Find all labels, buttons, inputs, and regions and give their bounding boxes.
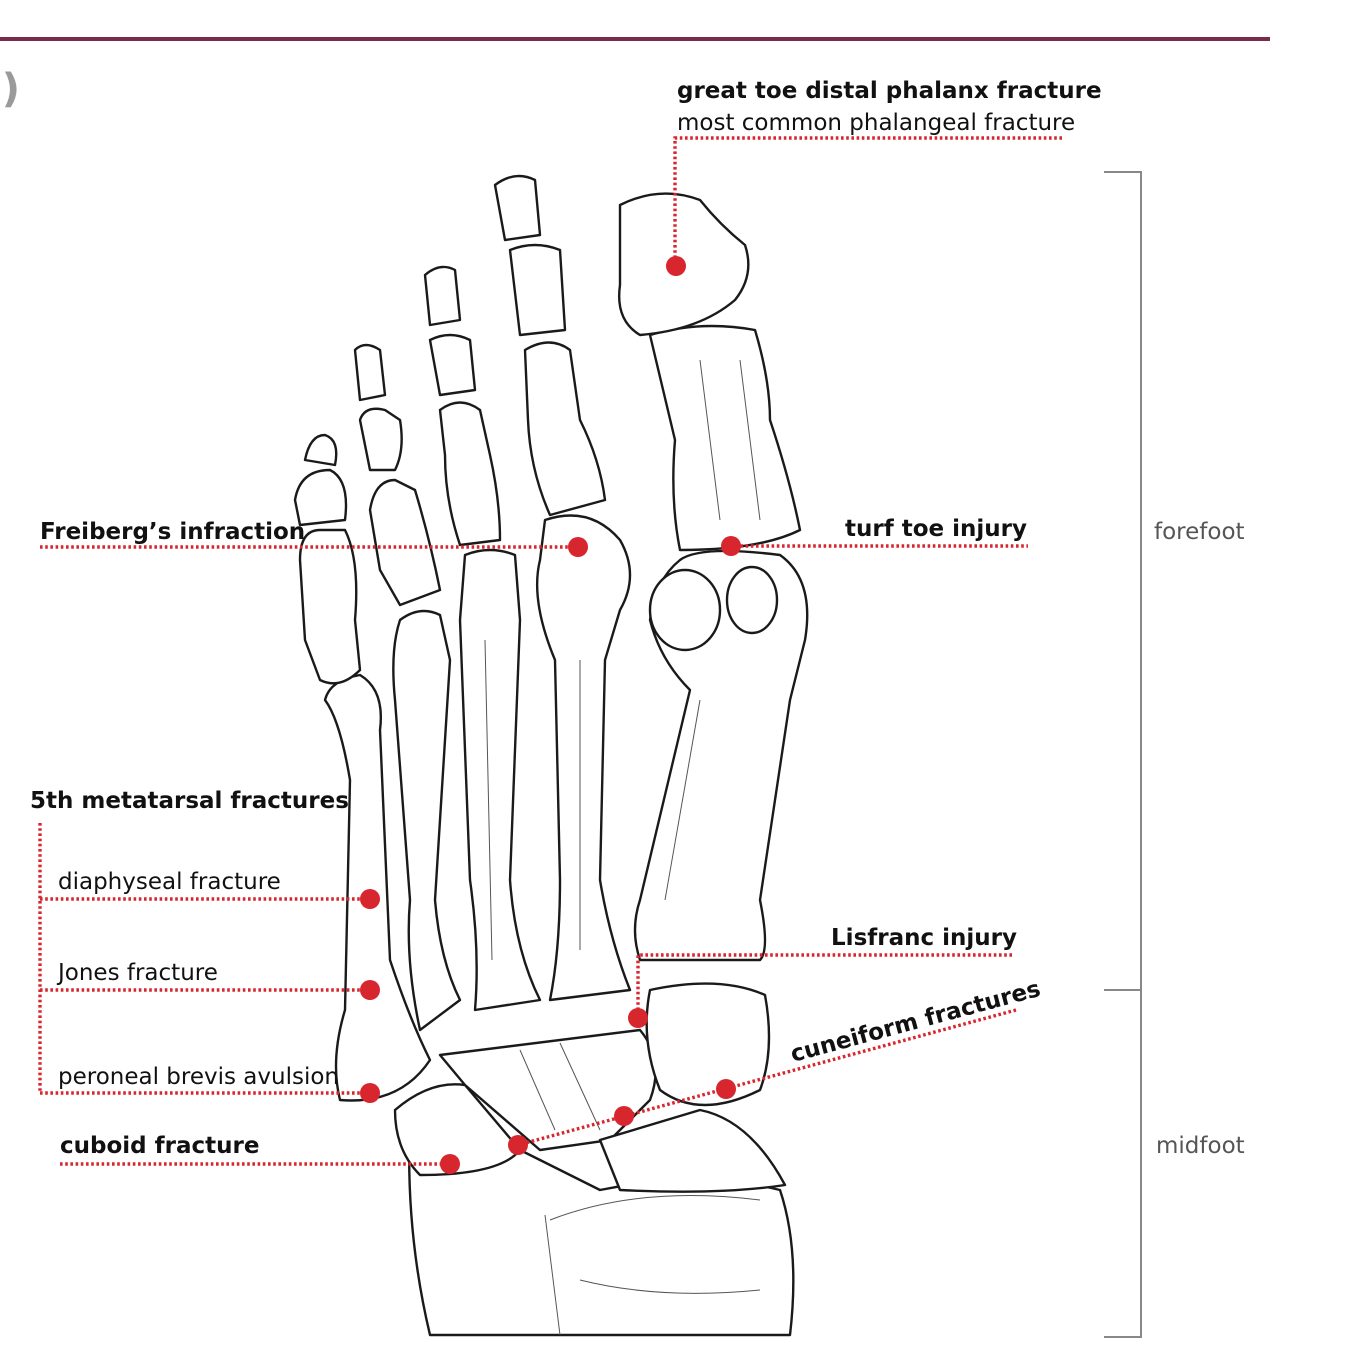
panel-letter: l) <box>0 66 20 112</box>
marker-cuboid <box>440 1154 460 1174</box>
great-toe-subtitle: most common phalangeal fracture <box>677 110 1075 136</box>
marker-cuneiform-1 <box>716 1079 736 1099</box>
cuboid-label: cuboid fracture <box>60 1133 259 1159</box>
fifth-metatarsal-title: 5th metatarsal fractures <box>30 788 349 814</box>
fracture-markers <box>360 256 741 1174</box>
marker-diaphyseal <box>360 889 380 909</box>
midfoot-label: midfoot <box>1156 1133 1245 1159</box>
marker-lisfranc <box>628 1008 648 1028</box>
lisfranc-leader <box>636 953 1012 1018</box>
lisfranc-label: Lisfranc injury <box>831 925 1017 951</box>
jones-label: Jones fracture <box>56 960 218 986</box>
midfoot-bracket <box>1104 989 1142 1338</box>
freiberg-label: Freiberg’s infraction <box>40 519 305 545</box>
great-toe-leader <box>673 136 1062 265</box>
marker-great-toe <box>666 256 686 276</box>
marker-cuneiform-3 <box>508 1135 528 1155</box>
peroneal-label: peroneal brevis avulsion <box>58 1064 339 1090</box>
cuneiform-label: cuneiform fractures <box>788 976 1043 1068</box>
top-rule <box>0 37 1270 41</box>
diaphyseal-label: diaphyseal fracture <box>58 869 281 895</box>
marker-peroneal <box>360 1083 380 1103</box>
foot-skeleton-illustration <box>293 174 809 1337</box>
forefoot-label: forefoot <box>1154 519 1245 545</box>
forefoot-bracket <box>1104 171 1142 991</box>
turf-toe-label: turf toe injury <box>845 516 1027 542</box>
leader-lines <box>38 136 1062 1166</box>
marker-cuneiform-2 <box>614 1106 634 1126</box>
marker-jones <box>360 980 380 1000</box>
marker-turf-toe <box>721 536 741 556</box>
great-toe-title: great toe distal phalanx fracture <box>677 78 1102 104</box>
marker-freiberg <box>568 537 588 557</box>
region-brackets: forefoot midfoot <box>1104 171 1245 1338</box>
